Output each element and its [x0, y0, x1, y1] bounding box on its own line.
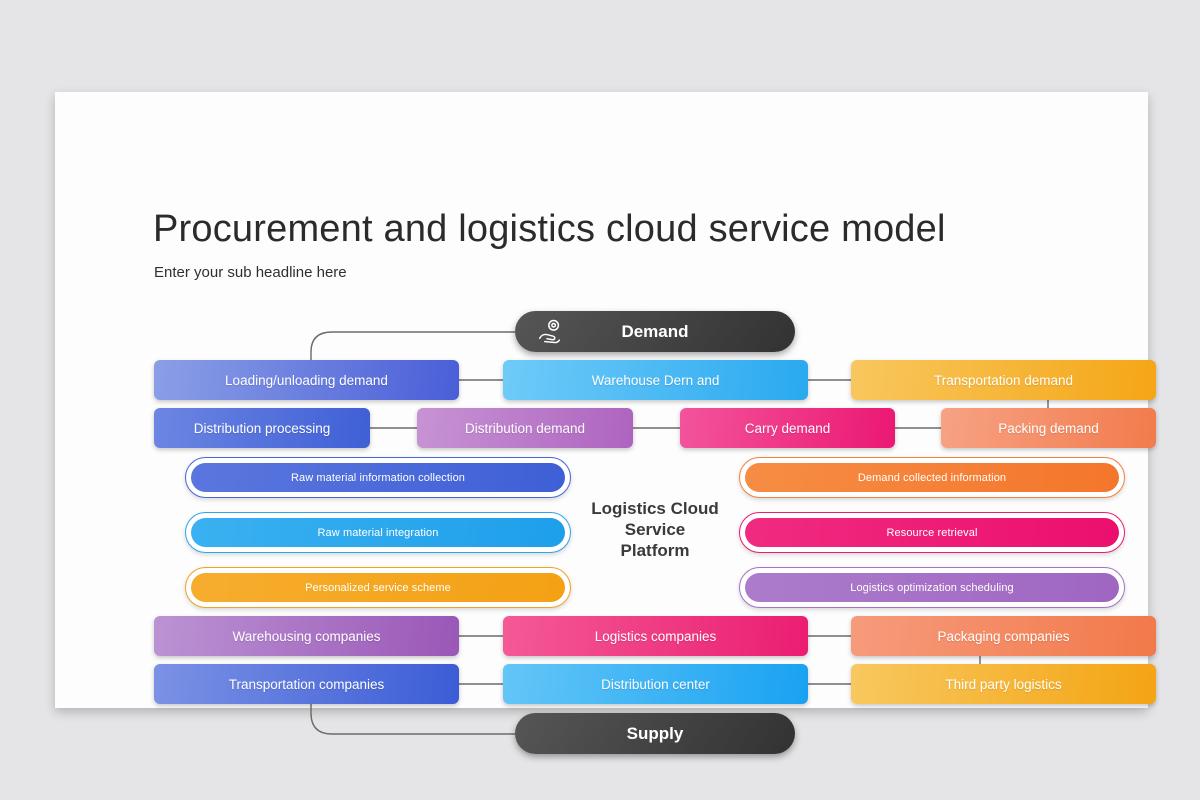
hand-holding-target-icon	[537, 318, 564, 350]
node-third-party-logistics: Third party logistics	[851, 664, 1156, 704]
pill-label: Raw material information collection	[191, 463, 565, 492]
connector-demand-to-loading	[310, 331, 515, 360]
platform-label-line: Service	[624, 520, 686, 539]
node-label: Third party logistics	[945, 676, 1062, 692]
node-label: Distribution center	[601, 676, 710, 692]
node-label: Distribution processing	[193, 420, 331, 436]
pill-label: Resource retrieval	[745, 518, 1119, 547]
pill-resource-retrieval: Resource retrieval	[739, 512, 1125, 553]
demand-hub-pill: Demand	[515, 311, 795, 352]
pill-label: Logistics optimization scheduling	[745, 573, 1119, 602]
node-warehouse-demand: Warehouse Dern and	[503, 360, 808, 400]
node-transportation-demand: Transportation demand	[851, 360, 1156, 400]
node-label: Packaging companies	[937, 628, 1070, 644]
node-loading-unloading-demand: Loading/unloading demand	[154, 360, 459, 400]
pill-personalized-service-scheme: Personalized service scheme	[185, 567, 571, 608]
slide: Procurement and logistics cloud service …	[55, 92, 1156, 754]
page-subtitle: Enter your sub headline here	[154, 264, 347, 281]
pill-label: Raw material integration	[191, 518, 565, 547]
node-warehousing-companies: Warehousing companies	[154, 616, 459, 656]
platform-label-line: Logistics Cloud	[591, 499, 719, 518]
pill-raw-material-integration: Raw material integration	[185, 512, 571, 553]
page-title: Procurement and logistics cloud service …	[153, 208, 946, 250]
supply-hub-label: Supply	[626, 723, 684, 743]
node-distribution-demand: Distribution demand	[417, 408, 633, 448]
demand-hub-label: Demand	[621, 321, 689, 341]
node-label: Carry demand	[744, 420, 831, 436]
connector-transportationco-to-supply	[310, 704, 515, 735]
pill-demand-collected-information: Demand collected information	[739, 457, 1125, 498]
platform-label-line: Platform	[620, 541, 690, 560]
platform-center-label: Logistics Cloud Service Platform	[571, 498, 739, 561]
pill-logistics-optimization-scheduling: Logistics optimization scheduling	[739, 567, 1125, 608]
pill-raw-material-information-collection: Raw material information collection	[185, 457, 571, 498]
node-label: Packing demand	[998, 420, 1099, 436]
pill-label: Demand collected information	[745, 463, 1119, 492]
supply-hub-pill: Supply	[515, 713, 795, 754]
node-label: Logistics companies	[594, 628, 717, 644]
node-label: Warehousing companies	[232, 628, 381, 644]
node-label: Warehouse Dern and	[591, 372, 720, 388]
node-carry-demand: Carry demand	[680, 408, 895, 448]
pill-label: Personalized service scheme	[191, 573, 565, 602]
node-label: Distribution demand	[464, 420, 586, 436]
node-transportation-companies: Transportation companies	[154, 664, 459, 704]
node-label: Transportation demand	[933, 372, 1074, 388]
node-label: Loading/unloading demand	[225, 372, 388, 388]
node-packaging-companies: Packaging companies	[851, 616, 1156, 656]
node-distribution-center: Distribution center	[503, 664, 808, 704]
node-distribution-processing: Distribution processing	[154, 408, 370, 448]
node-label: Transportation companies	[228, 676, 385, 692]
node-logistics-companies: Logistics companies	[503, 616, 808, 656]
node-packing-demand: Packing demand	[941, 408, 1156, 448]
